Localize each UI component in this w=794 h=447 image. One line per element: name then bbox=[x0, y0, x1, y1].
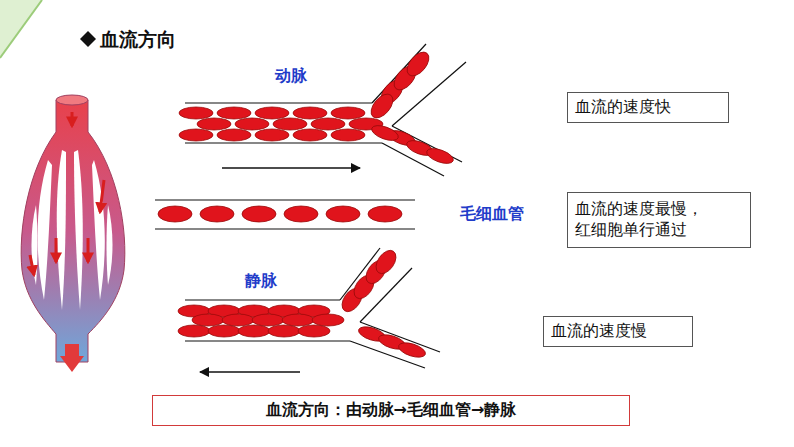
red-blood-cell bbox=[178, 325, 210, 337]
vein-drawing bbox=[185, 248, 440, 368]
note-box: 血流的速度快 bbox=[567, 92, 729, 123]
red-blood-cell bbox=[372, 247, 400, 277]
red-blood-cell bbox=[311, 118, 345, 130]
corner-line bbox=[0, 0, 42, 58]
red-blood-cell bbox=[179, 129, 213, 141]
red-blood-cell bbox=[397, 340, 427, 360]
red-blood-cell bbox=[282, 314, 314, 326]
capillary-drawing bbox=[155, 200, 415, 229]
vessel-label: 动脉 bbox=[275, 66, 307, 87]
red-blood-cell bbox=[370, 123, 400, 144]
slide-title: 血流方向 bbox=[100, 27, 176, 53]
box-text: 血流的速度慢 bbox=[551, 321, 685, 342]
vessel-label: 静脉 bbox=[245, 271, 277, 292]
red-blood-cell bbox=[368, 206, 402, 222]
red-blood-cell bbox=[208, 325, 240, 337]
note-box: 血流的速度慢 bbox=[543, 316, 693, 347]
red-blood-cell bbox=[217, 107, 251, 119]
box-text: 血流方向：由动脉→毛细血管→静脉 bbox=[160, 400, 622, 421]
red-blood-cell bbox=[298, 325, 330, 337]
red-blood-cell bbox=[326, 206, 360, 222]
artery-drawing bbox=[185, 44, 466, 176]
note-box: 血流的速度最慢，红细胞单行通过 bbox=[567, 192, 751, 248]
capillary-network bbox=[21, 95, 125, 372]
red-blood-cell bbox=[331, 107, 365, 119]
vessel-label: 毛细血管 bbox=[460, 204, 524, 225]
red-blood-cell bbox=[217, 129, 251, 141]
red-blood-cell bbox=[222, 314, 254, 326]
title-bullet bbox=[80, 31, 96, 47]
red-blood-cell bbox=[200, 206, 234, 222]
red-blood-cell bbox=[273, 118, 307, 130]
red-blood-cell bbox=[293, 107, 327, 119]
red-blood-cell bbox=[179, 107, 213, 119]
red-blood-cell bbox=[255, 129, 289, 141]
red-blood-cell bbox=[242, 206, 276, 222]
red-blood-cell bbox=[331, 129, 365, 141]
box-text: 血流的速度最慢，红细胞单行通过 bbox=[575, 199, 705, 241]
red-blood-cell bbox=[312, 314, 344, 326]
red-blood-cell bbox=[255, 107, 289, 119]
red-blood-cell bbox=[284, 206, 318, 222]
red-blood-cells bbox=[158, 48, 455, 360]
red-blood-cell bbox=[238, 325, 270, 337]
flow-arrow bbox=[200, 371, 300, 373]
red-blood-cell bbox=[403, 48, 433, 80]
red-blood-cell bbox=[252, 314, 284, 326]
summary-box: 血流方向：由动脉→毛细血管→静脉 bbox=[152, 395, 630, 426]
red-blood-cell bbox=[192, 314, 224, 326]
corner-decoration bbox=[0, 0, 42, 58]
red-blood-cell bbox=[425, 146, 455, 167]
red-blood-cell bbox=[293, 129, 327, 141]
red-blood-cell bbox=[367, 90, 397, 122]
flow-arrow bbox=[222, 167, 360, 169]
red-blood-cell bbox=[197, 118, 231, 130]
red-blood-cell bbox=[268, 325, 300, 337]
red-blood-cell bbox=[158, 206, 192, 222]
red-blood-cell bbox=[235, 118, 269, 130]
box-text: 血流的速度快 bbox=[575, 97, 721, 118]
